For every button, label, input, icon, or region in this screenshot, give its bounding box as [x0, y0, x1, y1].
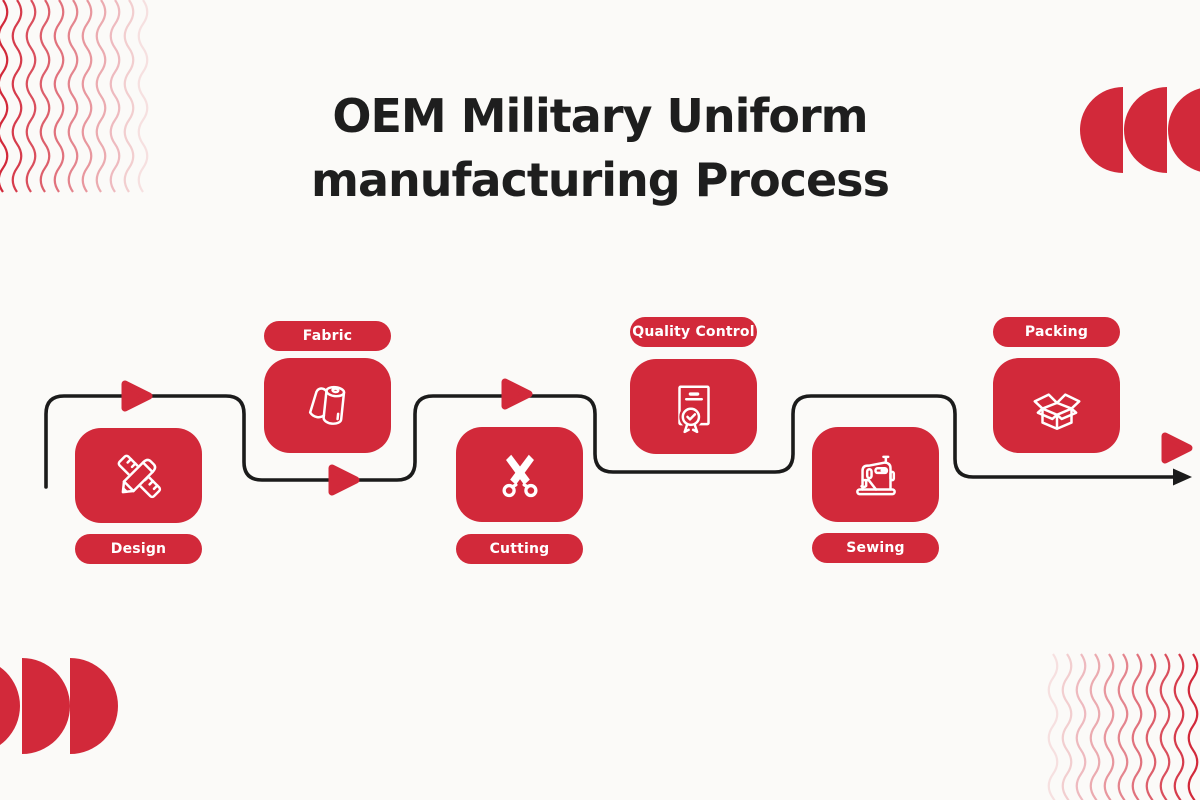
wavy-line [1131, 653, 1143, 800]
half-discs-bottom-left [0, 658, 118, 754]
wavy-line [137, 0, 149, 193]
flow-arrow-icon [328, 464, 360, 496]
title-line-1: OEM Military Uniform [332, 89, 868, 143]
page-title: OEM Military Uniform manufacturing Proce… [0, 84, 1200, 212]
wavy-line [67, 0, 79, 193]
fabric-roll-icon [308, 385, 345, 425]
wavy-line [1145, 653, 1157, 800]
step-quality-control-card [630, 359, 757, 454]
wavy-line [53, 0, 65, 193]
wavy-lines-top-left [0, 0, 149, 193]
ruler-pencil-icon [117, 454, 161, 498]
step-cutting-card [456, 427, 583, 522]
wavy-line [1103, 653, 1115, 800]
step-design-card [75, 428, 202, 523]
certificate-check-icon [677, 385, 710, 433]
wavy-line [1117, 653, 1129, 800]
sewing-machine-icon [855, 455, 896, 495]
wavy-line [1061, 653, 1073, 800]
step-sewing-label: Sewing [812, 533, 939, 563]
wavy-line [1047, 653, 1059, 800]
wavy-line [39, 0, 51, 193]
wavy-line [1089, 653, 1101, 800]
step-sewing-card [812, 427, 939, 522]
step-design-label: Design [75, 534, 202, 564]
flow-arrow-icon [501, 378, 533, 410]
wavy-line [1173, 653, 1185, 800]
wavy-line [95, 0, 107, 193]
wavy-line [0, 0, 9, 193]
open-box-icon [1032, 392, 1081, 430]
step-cutting-label: Cutting [456, 534, 583, 564]
scissors-icon [501, 454, 538, 497]
flow-arrow-icon [121, 380, 153, 412]
step-packing-label: Packing [993, 317, 1120, 347]
half-discs-top-right [1080, 87, 1200, 173]
wavy-line [11, 0, 23, 193]
wavy-line [1187, 653, 1199, 800]
step-packing-card [993, 358, 1120, 453]
step-quality-control-label: Quality Control [630, 317, 757, 347]
wavy-line [1159, 653, 1171, 800]
wavy-line [25, 0, 37, 193]
red-arrow-markers [121, 378, 1193, 496]
wavy-line [123, 0, 135, 193]
title-line-2: manufacturing Process [311, 153, 890, 207]
flow-end-arrowhead [1173, 468, 1192, 486]
wavy-line [81, 0, 93, 193]
wavy-lines-bottom-right [1047, 653, 1199, 800]
step-fabric-card [264, 358, 391, 453]
step-fabric-label: Fabric [264, 321, 391, 351]
wavy-line [1075, 653, 1087, 800]
wavy-line [109, 0, 121, 193]
flow-arrow-icon [1161, 432, 1193, 464]
process-flow-line [44, 394, 1180, 489]
